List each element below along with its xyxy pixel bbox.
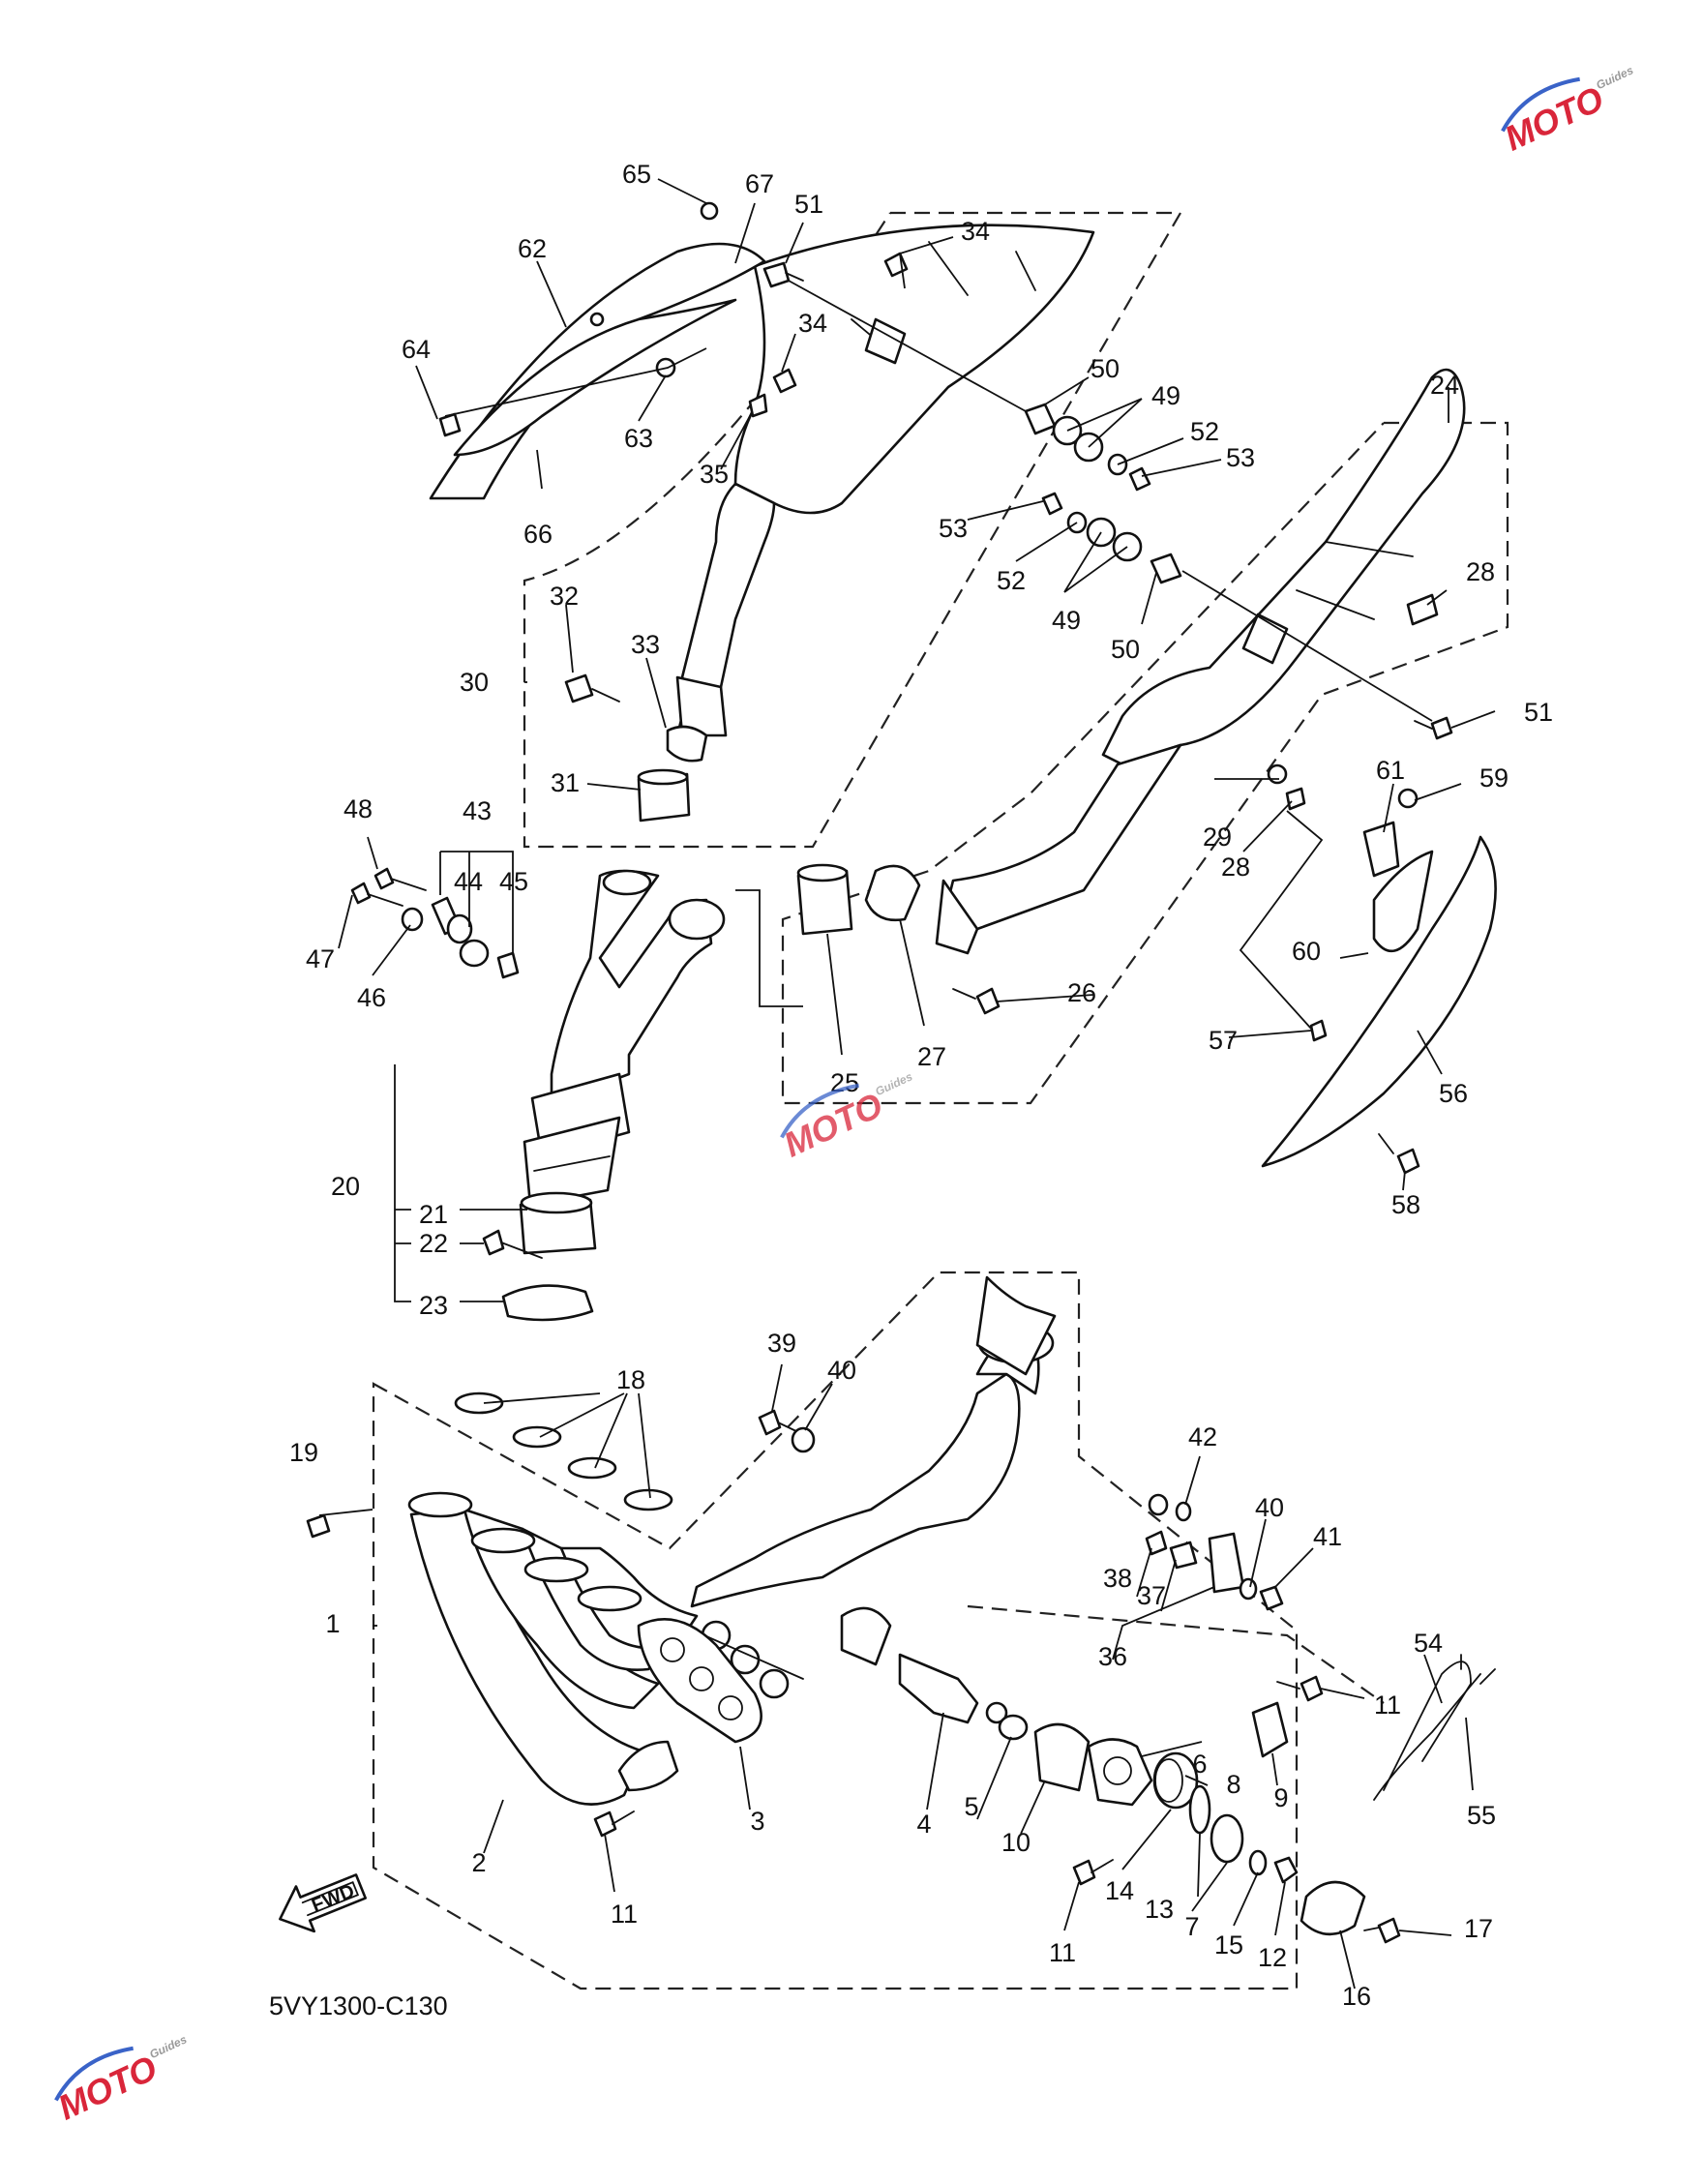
- callout-40a: 40: [827, 1356, 856, 1385]
- callout-5: 5: [964, 1792, 978, 1821]
- callout-57: 57: [1209, 1026, 1238, 1055]
- callout-41: 41: [1313, 1522, 1342, 1551]
- callout-31: 31: [551, 768, 580, 797]
- callout-35: 35: [700, 460, 729, 489]
- callout-63: 63: [624, 424, 653, 453]
- callout-23: 23: [419, 1291, 448, 1320]
- callout-40b: 40: [1255, 1493, 1284, 1522]
- watermark-sub: Guides: [147, 2032, 189, 2061]
- right-heat-shield: [1261, 835, 1497, 1168]
- callout-18: 18: [616, 1365, 645, 1394]
- callout-11c: 11: [1049, 1938, 1076, 1967]
- callout-7: 7: [1184, 1912, 1199, 1941]
- mid-pipe: [523, 869, 726, 1207]
- callout-54: 54: [1414, 1629, 1443, 1658]
- valve-parts: [898, 1653, 1496, 1936]
- callout-29: 29: [1203, 823, 1232, 852]
- callout-20: 20: [331, 1172, 360, 1201]
- callout-6: 6: [1192, 1750, 1207, 1779]
- callout-30: 30: [460, 668, 489, 697]
- callout-3: 3: [750, 1807, 764, 1836]
- callout-50a: 50: [1091, 354, 1120, 383]
- callout-67: 67: [745, 169, 774, 198]
- left-heat-shield: [429, 242, 766, 500]
- hardware-bolts: [306, 201, 1453, 1944]
- callout-66: 66: [523, 520, 553, 549]
- callout-53b: 53: [939, 514, 968, 543]
- callout-47: 47: [306, 944, 335, 973]
- callout-51b: 51: [1524, 698, 1553, 727]
- callout-33: 33: [631, 630, 660, 659]
- right-muffler: [935, 368, 1466, 955]
- callout-50b: 50: [1111, 635, 1140, 664]
- fwd-arrow: FWD: [279, 1873, 367, 1933]
- callout-58: 58: [1391, 1190, 1420, 1219]
- callout-9: 9: [1273, 1783, 1288, 1812]
- callout-10: 10: [1001, 1828, 1031, 1857]
- callout-42: 42: [1188, 1422, 1217, 1451]
- callout-64: 64: [402, 335, 431, 364]
- callout-48: 48: [344, 794, 373, 823]
- callout-2: 2: [471, 1848, 486, 1877]
- callout-11b: 11: [611, 1900, 638, 1929]
- callout-34a: 34: [961, 217, 990, 246]
- callout-43: 43: [463, 796, 492, 825]
- callout-52b: 52: [997, 566, 1026, 595]
- callout-60: 60: [1292, 937, 1321, 966]
- callout-36: 36: [1098, 1642, 1127, 1671]
- callout-11a: 11: [1374, 1690, 1401, 1720]
- callout-49a: 49: [1151, 381, 1180, 410]
- callout-45: 45: [499, 867, 528, 896]
- callout-39: 39: [767, 1329, 796, 1358]
- watermark-brand: MOTO: [1499, 78, 1610, 159]
- callout-55: 55: [1467, 1801, 1496, 1830]
- callout-14: 14: [1105, 1876, 1134, 1905]
- callout-32: 32: [550, 582, 579, 611]
- callout-46: 46: [357, 983, 386, 1012]
- callout-17: 17: [1464, 1914, 1493, 1943]
- callout-27: 27: [917, 1042, 946, 1071]
- callout-53a: 53: [1226, 443, 1255, 472]
- callout-65: 65: [622, 160, 651, 189]
- upper-muffler: [675, 224, 1095, 737]
- callout-1: 1: [325, 1609, 340, 1638]
- watermark-sub: Guides: [873, 1069, 914, 1098]
- callout-28a: 28: [1466, 557, 1495, 586]
- watermark-bottom-left: MOTO Guides: [52, 2032, 190, 2128]
- diagram-code: 5VY1300-C130: [269, 1991, 448, 2020]
- watermark-sub: Guides: [1594, 63, 1635, 92]
- callout-52a: 52: [1190, 417, 1219, 446]
- leader-lines: [318, 178, 1496, 1990]
- callout-19: 19: [289, 1438, 318, 1467]
- callout-12: 12: [1258, 1943, 1287, 1972]
- callout-37: 37: [1137, 1581, 1166, 1610]
- callout-44: 44: [454, 867, 483, 896]
- callout-28b: 28: [1221, 853, 1250, 882]
- callout-22: 22: [419, 1229, 448, 1258]
- watermark-brand: MOTO: [52, 2048, 164, 2128]
- callout-13: 13: [1145, 1895, 1174, 1924]
- callout-59: 59: [1479, 763, 1509, 793]
- callout-24: 24: [1430, 371, 1459, 400]
- callout-15: 15: [1214, 1930, 1243, 1960]
- callout-62: 62: [518, 234, 547, 263]
- callout-21: 21: [419, 1200, 448, 1229]
- callout-38: 38: [1103, 1564, 1132, 1593]
- callout-56: 56: [1439, 1079, 1468, 1108]
- watermark-top-right: MOTO Guides: [1499, 63, 1636, 159]
- callout-51a: 51: [794, 190, 823, 219]
- callout-34b: 34: [798, 309, 827, 338]
- callout-16: 16: [1342, 1982, 1371, 2011]
- callout-4: 4: [916, 1810, 931, 1839]
- collector: [637, 1275, 1057, 1744]
- callout-49b: 49: [1052, 606, 1081, 635]
- callout-26: 26: [1067, 978, 1096, 1007]
- callout-8: 8: [1226, 1770, 1240, 1799]
- callout-61: 61: [1376, 756, 1405, 785]
